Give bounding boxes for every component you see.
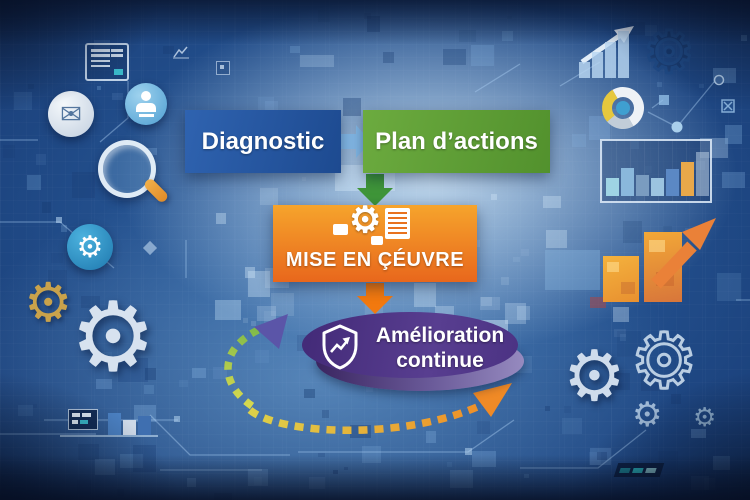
vignette	[0, 0, 750, 500]
process-diagram-illustration: ✉ ⚙ ⚙ ⚙ ⚙ ⚙ ⚙ ⚙ ⚙	[0, 0, 750, 500]
